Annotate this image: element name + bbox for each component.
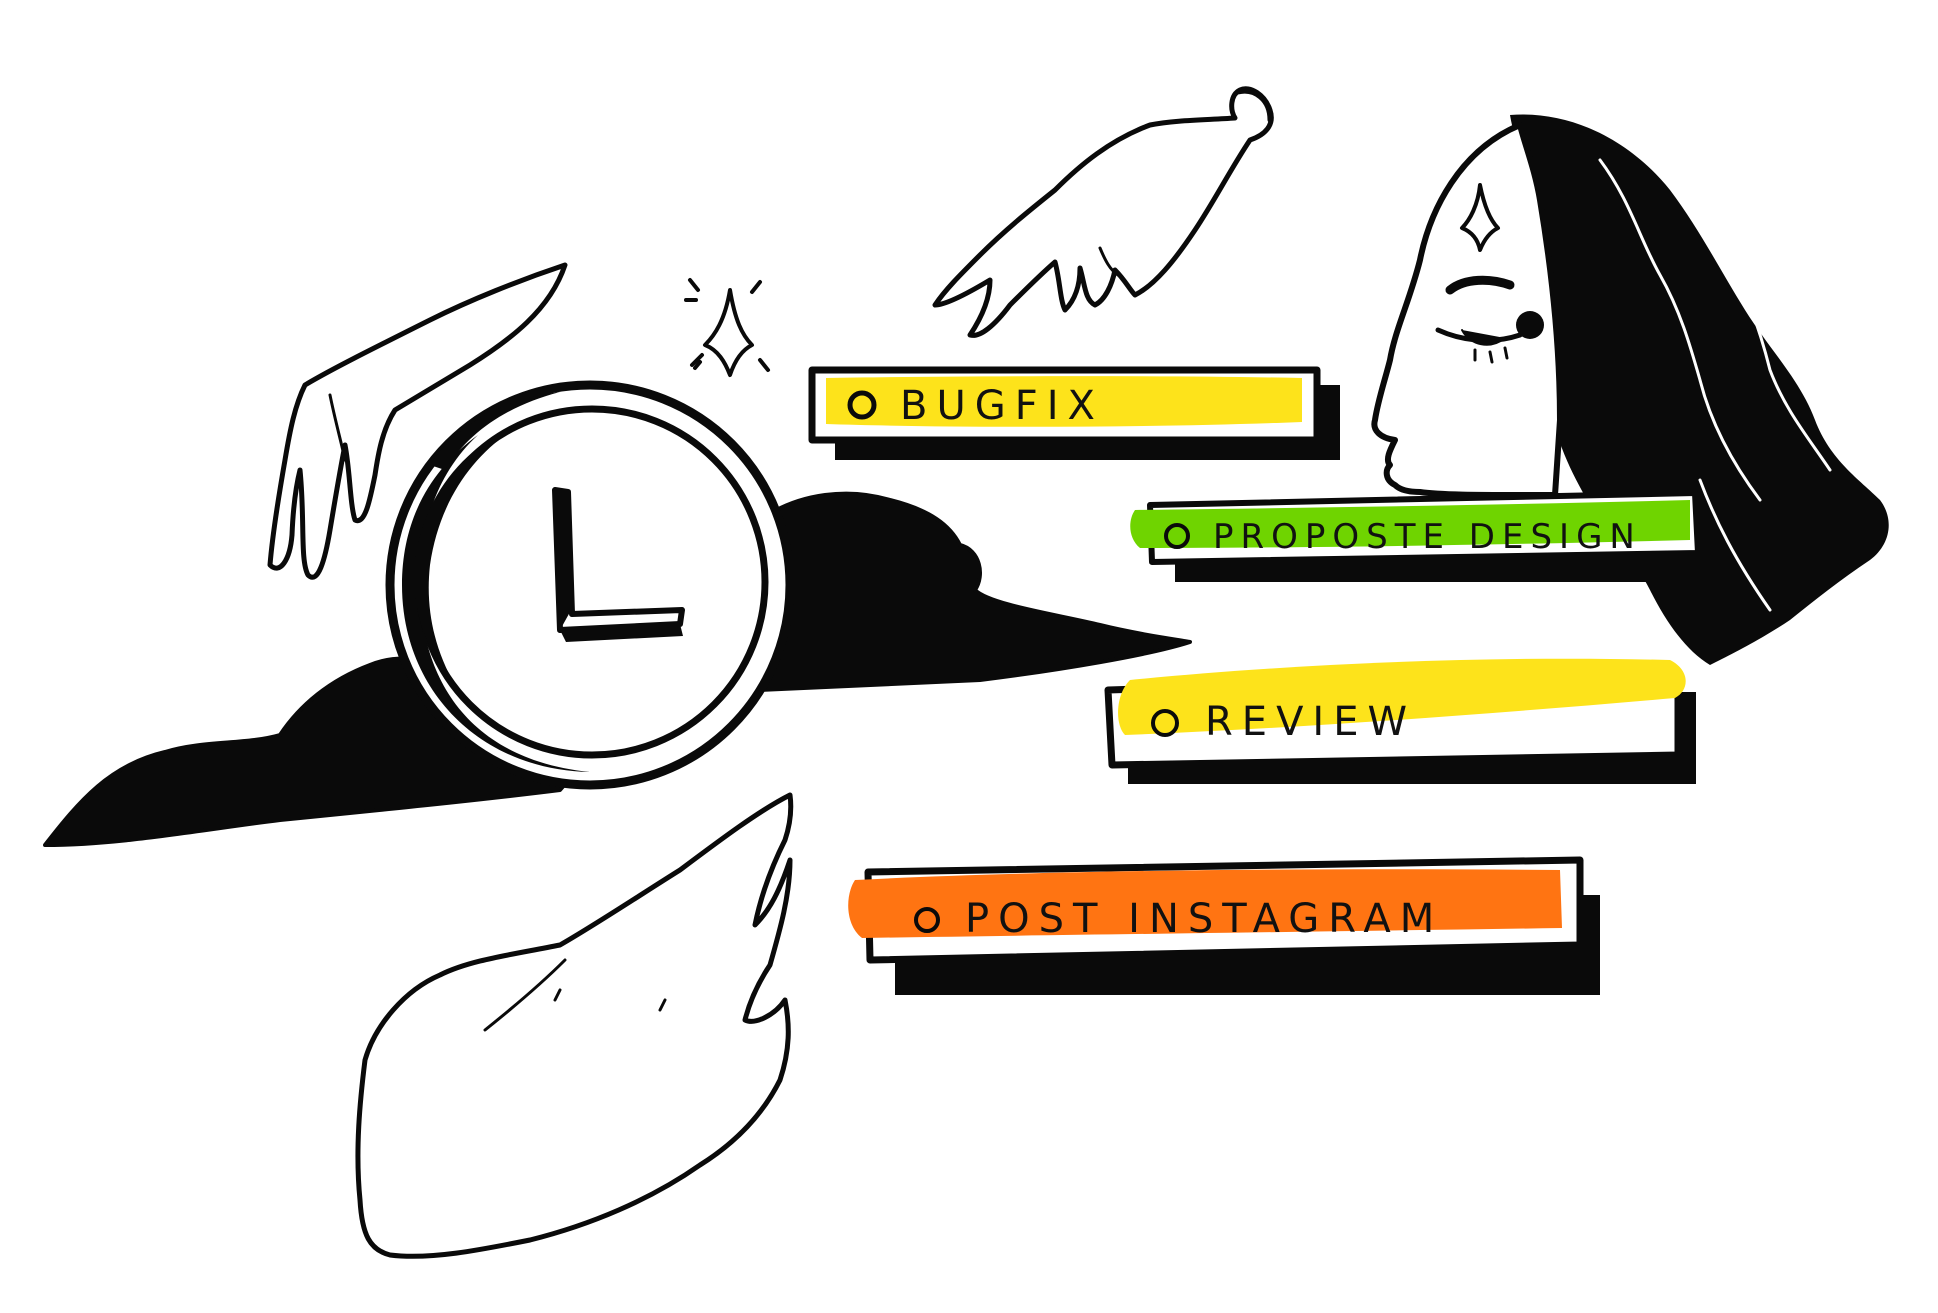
- clock-icon: [385, 380, 795, 790]
- circle-icon: [1164, 523, 1190, 549]
- task-label: PROPOSTE DESIGN: [1213, 517, 1642, 557]
- circle-icon: [847, 390, 877, 420]
- task-tag-bugfix: BUGFIX: [808, 366, 1340, 460]
- hand-icon: [355, 792, 794, 1259]
- task-tag-proposte-design: PROPOSTE DESIGN: [1130, 490, 1710, 582]
- highlight-marker: [826, 376, 1302, 427]
- circle-icon: [1151, 709, 1179, 737]
- face-icon: [1371, 114, 1889, 666]
- highlight-marker: [1130, 500, 1690, 548]
- task-label: BUGFIX: [900, 383, 1104, 429]
- task-label: POST INSTAGRAM: [965, 896, 1443, 942]
- highlight-marker: [1118, 658, 1686, 735]
- hand-icon: [932, 86, 1274, 338]
- highlight-marker: [848, 869, 1562, 938]
- task-tag-post-instagram: POST INSTAGRAM: [848, 856, 1600, 995]
- task-label: REVIEW: [1205, 699, 1416, 745]
- hand-icon: [267, 262, 568, 580]
- sparkle-icon: [684, 278, 770, 377]
- circle-icon: [914, 907, 940, 933]
- task-tag-review: REVIEW: [1104, 658, 1696, 784]
